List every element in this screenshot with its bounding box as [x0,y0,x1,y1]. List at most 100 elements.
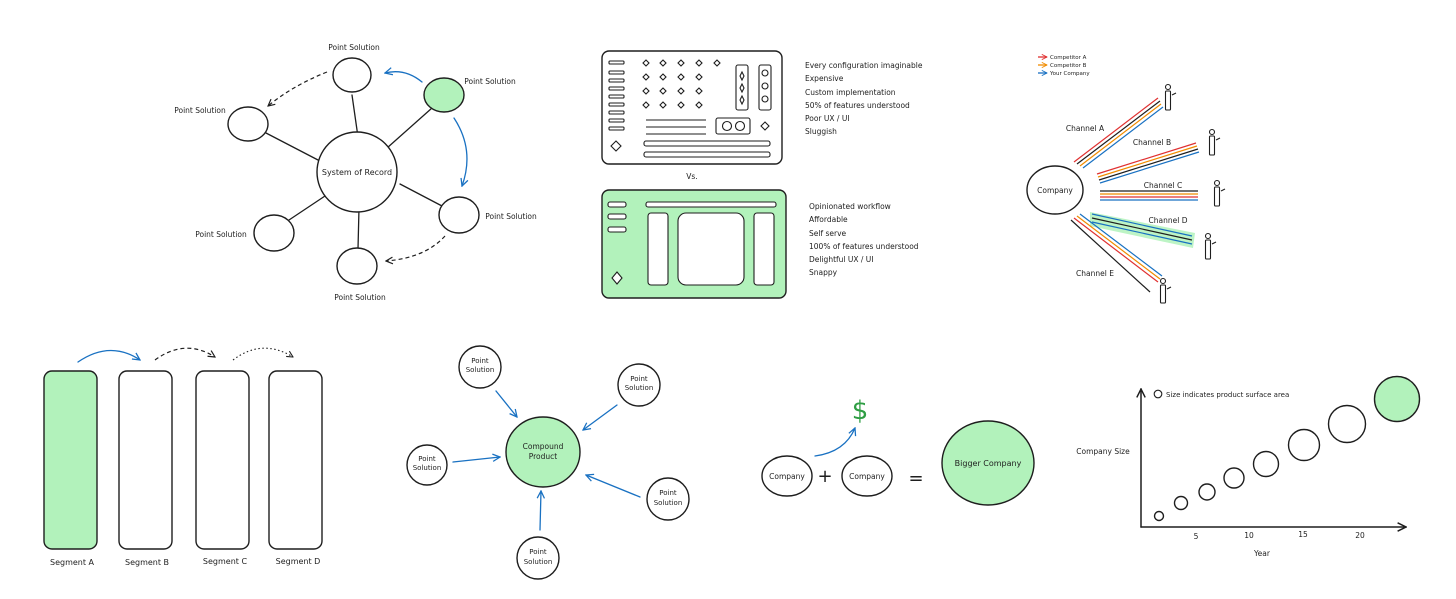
point-solution-node-right [438,196,480,234]
point-solution-label: Point Solution [464,77,516,86]
point-solution-node-bottom-left [253,214,295,252]
merge-arrow [540,491,541,531]
compound-product-node [505,416,581,488]
company-label: Company [1037,186,1073,195]
x-tick-label: 10 [1244,531,1254,540]
flow-arrow-blue [385,72,423,83]
equals-sign: = [908,468,923,489]
compound-point-solution: Point Solution [617,363,661,407]
modern-trait: Affordable [809,215,848,224]
point-solution-node-left [227,106,269,142]
svg-text:Point: Point [659,489,677,497]
customer-icon [1204,232,1217,260]
point-solution-label: Point Solution [334,293,386,302]
x-tick-label: 5 [1194,532,1199,541]
y-axis-label: Company Size [1076,447,1130,456]
point-solution-node-green [423,77,465,113]
merge-arrow [495,390,517,417]
company-size-bubble [1223,467,1245,489]
segment-a-column [43,370,98,550]
channel-d-arrows [1091,213,1193,245]
legend-competitor-b: Competitor B [1050,63,1087,69]
dollar-sign-icon: $ [852,396,869,426]
legacy-app-mockup [601,50,783,165]
customer-icon [1164,83,1177,111]
x-tick-label: 20 [1355,531,1365,540]
channel-b-label: Channel B [1133,138,1171,147]
company-label: Company [849,472,885,481]
vs-label: Vs. [686,172,697,181]
compound-point-solution: Point Solution [516,536,560,580]
point-solution-label: Point Solution [328,43,380,52]
svg-text:Point: Point [529,548,547,556]
company-node [1026,165,1084,215]
modern-trait: Delightful UX / UI [809,255,874,264]
company-size-bubble [1173,495,1189,511]
company-size-bubble [1153,510,1165,522]
company-node [761,455,813,497]
segment-label: Segment B [125,558,169,567]
svg-text:Point: Point [630,375,648,383]
company-size-bubble [1287,428,1321,462]
system-of-record-diagram: System of Record Point Solution Point So… [174,43,537,302]
channel-legend: Competitor A Competitor B Your Company [1038,55,1090,77]
legend-bubble-icon [1153,389,1163,399]
svg-text:Solution: Solution [625,384,654,392]
expansion-arrow-solid [77,349,140,363]
legend-your-company: Your Company [1049,71,1090,77]
distribution-channels-diagram: Competitor A Competitor B Your Company C… [1026,55,1226,304]
growth-arrow [814,428,855,457]
system-of-record-label: System of Record [322,168,392,177]
svg-text:Solution: Solution [466,366,495,374]
svg-text:Point: Point [418,455,436,463]
point-solution-label: Point Solution [195,230,247,239]
point-solution-label: Point Solution [485,212,537,221]
segment-label: Segment A [50,558,95,567]
channel-e-label: Channel E [1076,269,1114,278]
channel-a-label: Channel A [1066,124,1105,133]
compound-point-solution: Point Solution [646,477,690,521]
company-node [841,455,893,497]
svg-text:Solution: Solution [413,464,442,472]
legacy-trait: Poor UX / UI [805,114,850,123]
compound-product-label: Compound [523,442,564,451]
channel-c-arrows [1100,190,1198,201]
expansion-arrow-dotted [232,347,293,361]
point-solution-node-bottom [336,247,378,285]
flow-arrow-dashed [386,235,446,261]
legacy-trait: 50% of features understood [805,101,910,110]
channel-c-label: Channel C [1144,181,1182,190]
x-tick-label: 15 [1298,530,1308,539]
legacy-trait: Expensive [805,74,844,83]
chart-legend-text: Size indicates product surface area [1166,391,1289,399]
compound-product-diagram: Compound Product Point Solution Point So… [406,345,690,580]
x-axis-label: Year [1253,549,1271,558]
customer-icon [1208,128,1221,156]
segment-d-column [268,370,323,550]
bigger-company-node [941,420,1035,506]
compound-product-label: Product [529,452,558,461]
compound-point-solution: Point Solution [458,345,502,389]
customer-icons [1159,83,1226,304]
legacy-trait: Every configuration imaginable [805,61,923,70]
modern-trait: Self serve [809,229,847,238]
company-size-bubble [1252,450,1280,478]
modern-trait: Opinionated workflow [809,202,891,211]
segment-label: Segment D [276,557,321,566]
point-solution-label: Point Solution [174,106,226,115]
system-of-record-node [316,131,398,213]
legend-competitor-a: Competitor A [1050,55,1087,61]
flow-arrow-dashed [268,71,328,106]
legacy-traits-list: Every configuration imaginable Expensive… [805,61,923,136]
merge-arrow [586,475,641,498]
company-label: Company [769,472,805,481]
company-size-bubble [1198,483,1216,501]
channel-e-arrows [1070,213,1163,293]
modern-traits-list: Opinionated workflow Affordable Self ser… [809,202,919,277]
growth-bubbles [1153,375,1421,522]
plus-sign: + [817,466,832,487]
expansion-arrow-dashed [154,347,215,361]
company-size-bubble-highlight [1373,375,1421,423]
svg-text:Solution: Solution [654,499,683,507]
